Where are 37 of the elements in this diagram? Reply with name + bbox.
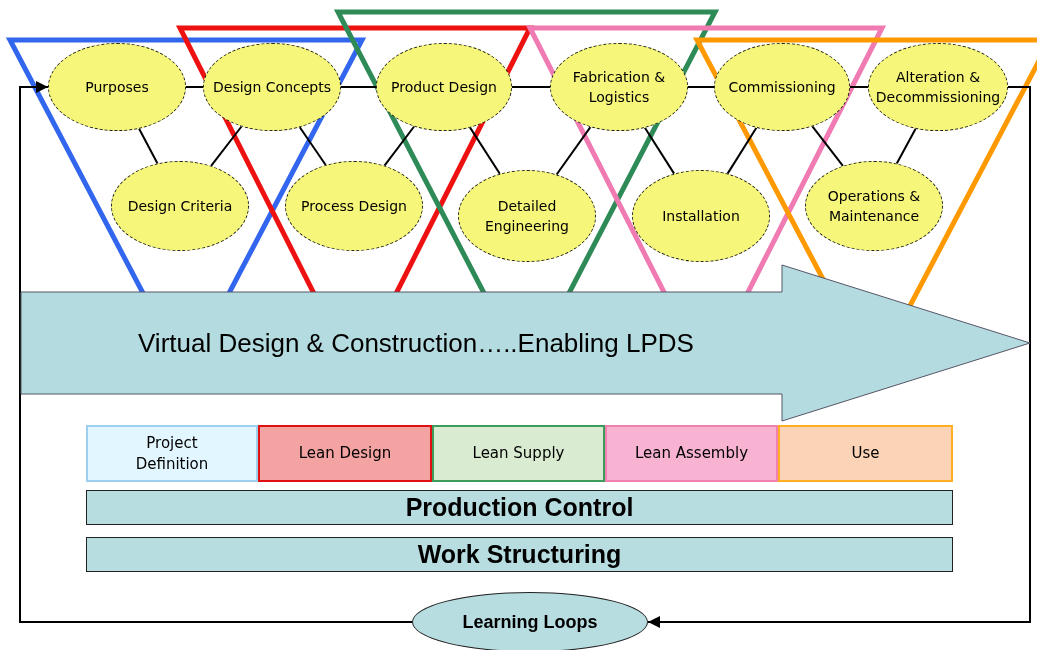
stage-ellipse: Purposes <box>48 43 186 131</box>
connector-line <box>138 127 159 165</box>
connector-line <box>469 126 501 175</box>
arrow <box>647 86 1031 628</box>
connector-line <box>210 125 243 167</box>
foundation-bar: Production Control <box>86 490 953 525</box>
phase-box: Project Definition <box>86 425 258 482</box>
block-arrow: Virtual Design & Construction…..Enabling LPDS <box>20 264 1032 422</box>
connector-line <box>849 86 869 88</box>
stage-ellipse: Fabrication & Logistics <box>550 43 688 131</box>
connector-line <box>687 86 715 88</box>
stage-ellipse: Detailed Engineering <box>458 170 596 262</box>
connector-line <box>185 86 204 88</box>
connector-line <box>555 126 592 176</box>
stage-ellipse: Operations & Maintenance <box>805 161 943 251</box>
stage-ellipse: Installation <box>632 170 770 262</box>
phase-box: Use <box>778 425 953 482</box>
stage-ellipse: Design Criteria <box>111 161 249 251</box>
connector-line <box>340 86 377 88</box>
connector-line <box>895 127 917 165</box>
connector-line <box>298 126 327 166</box>
connector-line <box>643 126 676 175</box>
phase-box: Lean Design <box>258 425 432 482</box>
phase-box: Lean Supply <box>432 425 605 482</box>
connector-line <box>383 125 416 167</box>
stage-ellipse: Product Design <box>376 43 512 131</box>
stage-ellipse: Design Concepts <box>203 43 341 131</box>
loop-ellipse: Learning Loops <box>412 592 648 650</box>
connector-line <box>511 86 551 88</box>
phase-box: Lean Assembly <box>605 425 778 482</box>
arrow <box>19 81 413 623</box>
stage-ellipse: Alteration & Decommissioning <box>868 43 1008 131</box>
connector-line <box>811 125 844 167</box>
foundation-bar: Work Structuring <box>86 537 953 572</box>
connector-line <box>726 126 758 175</box>
stage-ellipse: Process Design <box>285 161 423 251</box>
stage-ellipse: Commissioning <box>714 43 850 131</box>
